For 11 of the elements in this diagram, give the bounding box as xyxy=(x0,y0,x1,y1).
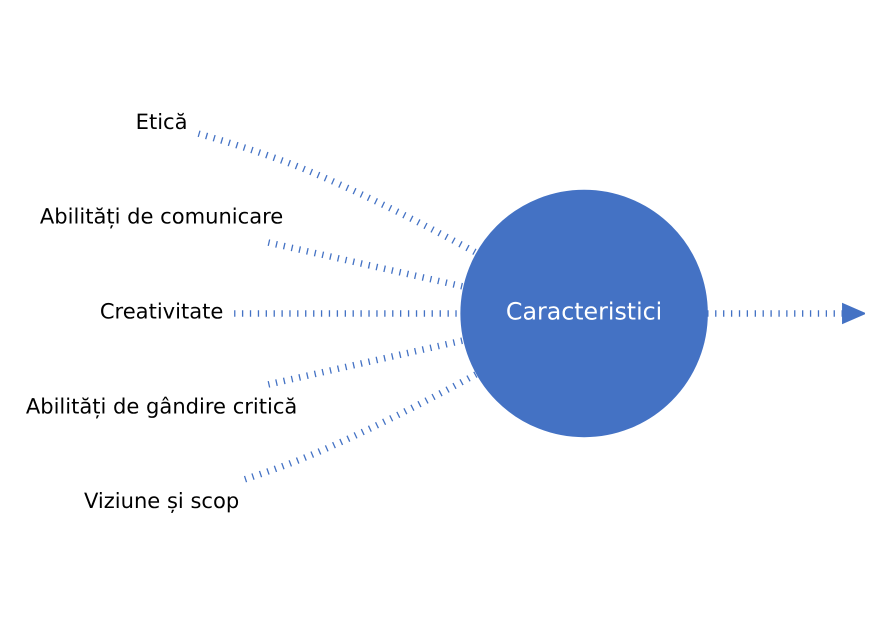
connector xyxy=(268,239,465,290)
connector xyxy=(268,337,465,388)
node-text: Abilități de comunicare xyxy=(40,204,284,229)
node-circle: Caracteristici xyxy=(460,190,708,438)
node-text: Creativitate xyxy=(100,298,224,324)
connector xyxy=(244,371,478,482)
node-text: Viziune și scop xyxy=(84,488,240,514)
arrow xyxy=(707,302,865,324)
node-text: Etică xyxy=(136,108,188,134)
connector xyxy=(198,130,478,256)
node-text: Abilități de gândire critică xyxy=(26,393,298,418)
